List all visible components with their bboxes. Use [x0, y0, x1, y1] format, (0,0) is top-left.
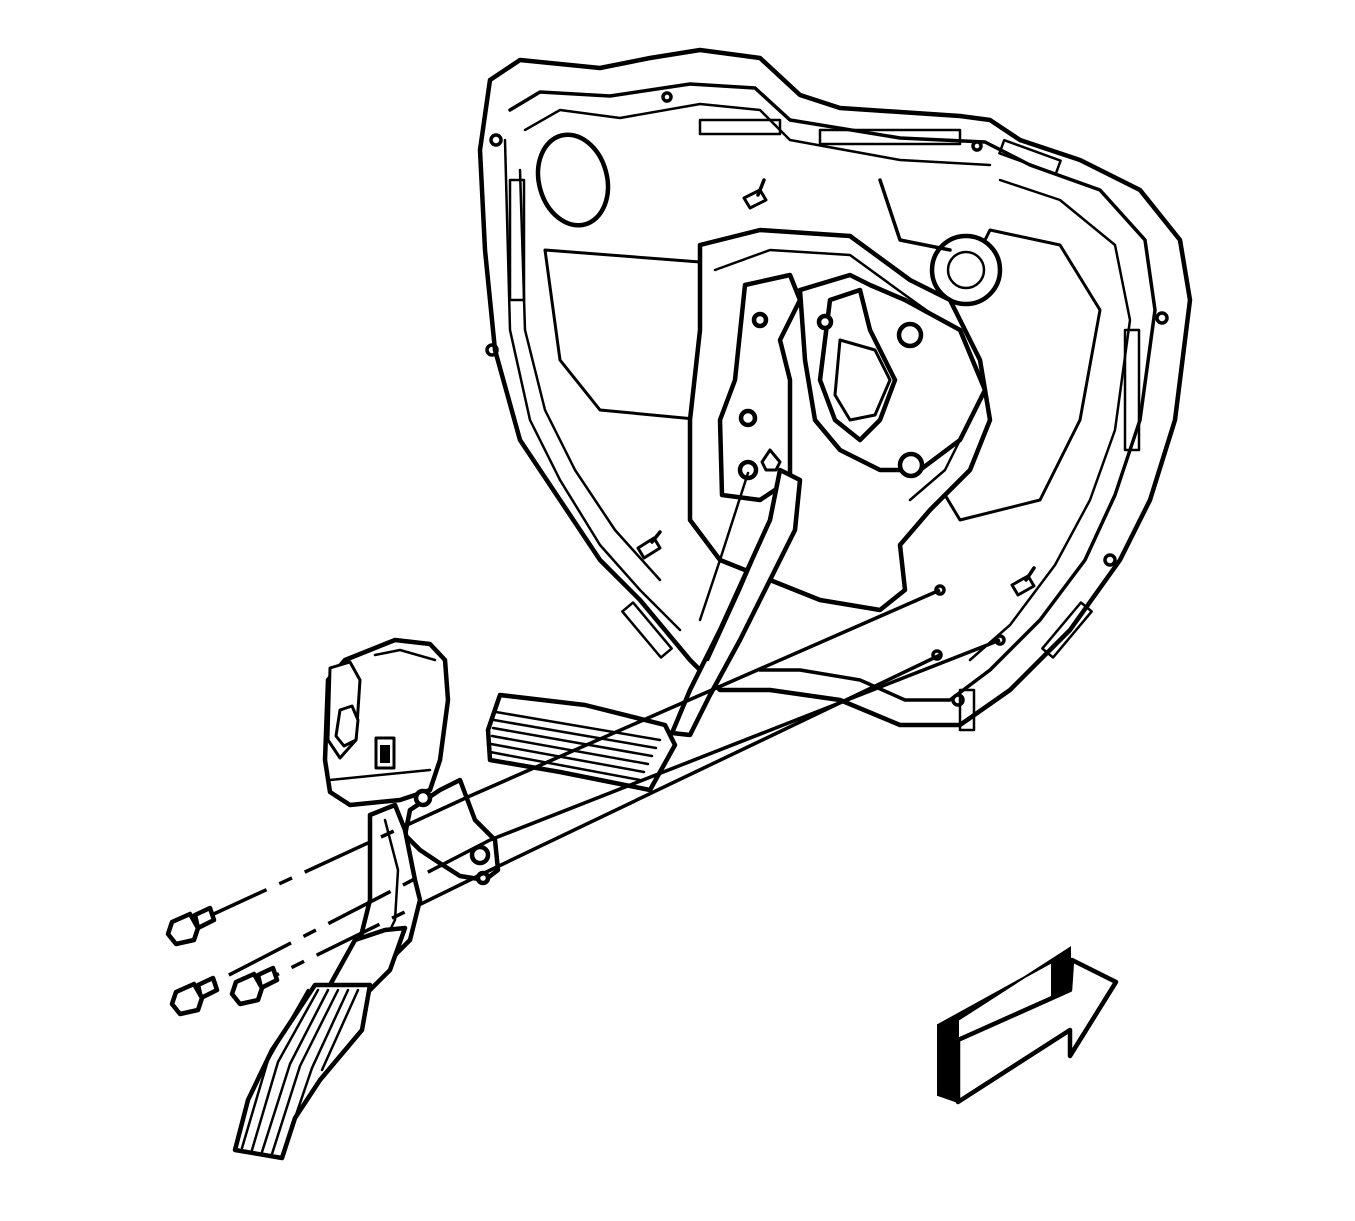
- accelerator-bolt-lower-right: [229, 965, 280, 1007]
- panel-stud-upper: [742, 178, 768, 210]
- pedal-position-sensor: [322, 637, 451, 808]
- accelerator-bolt-lower-left: [169, 975, 220, 1017]
- accelerator-bracket: [402, 777, 501, 886]
- accelerator-pedal-assembly: [232, 637, 501, 1161]
- panel-stud-left: [636, 530, 662, 560]
- accelerator-pedal-pad: [232, 982, 373, 1161]
- fastener-alignment-lines: [199, 584, 1006, 992]
- panel-stud-right: [1010, 566, 1036, 597]
- brake-pedal-assembly: [485, 227, 993, 793]
- accelerator-bolt-upper: [165, 905, 217, 947]
- view-direction-arrow-icon: [937, 945, 1119, 1105]
